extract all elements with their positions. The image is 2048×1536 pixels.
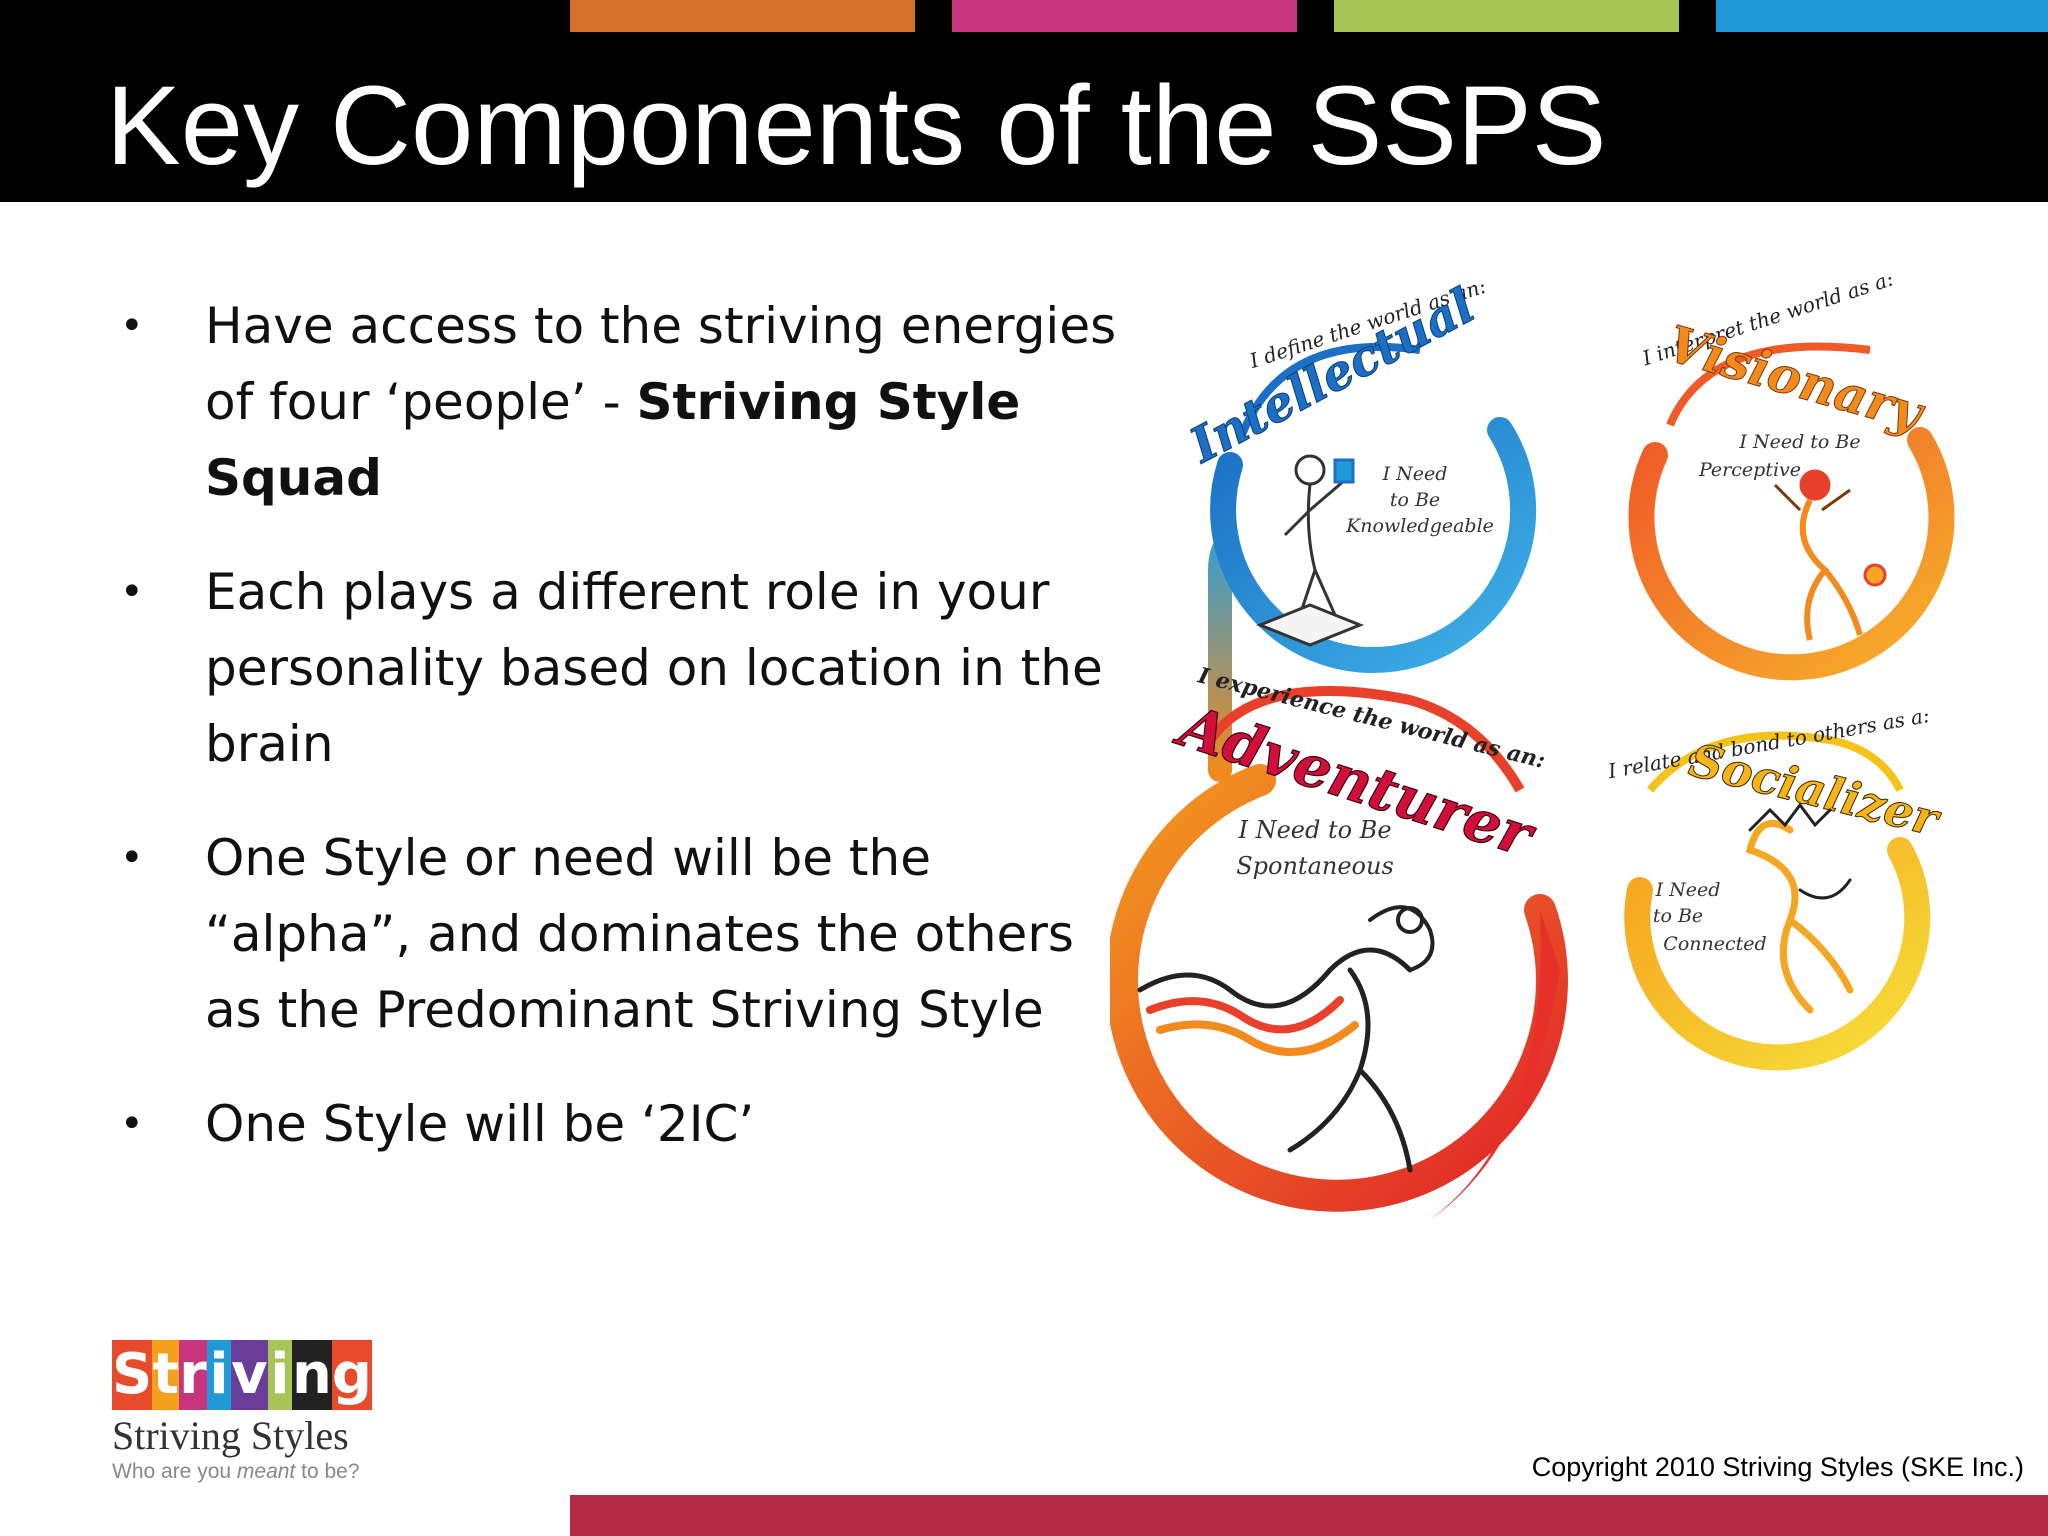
socializer-need-1: I Need	[1655, 879, 1721, 901]
logo-letter: i	[267, 1340, 293, 1410]
runner-figure-illustration	[1137, 905, 1435, 1173]
logo-name: Striving Styles	[112, 1413, 349, 1458]
bullet-item: • One Style will be ‘2IC’	[120, 1086, 1120, 1162]
adventurer-need-1: I Need to Be	[1237, 816, 1391, 844]
intellectual-need-1: I Need	[1382, 463, 1448, 485]
title-banner: Key Components of the SSPS	[0, 0, 2048, 202]
logo-letter: i	[206, 1340, 232, 1410]
logo-letter: r	[179, 1340, 207, 1410]
striving-styles-logo: S t r i v i n g Striving Styles Who are …	[112, 1340, 373, 1484]
intellectual-need-2: to Be	[1390, 489, 1440, 511]
dreamer-figure-illustration	[1773, 469, 1887, 641]
bullet-marker: •	[120, 569, 144, 615]
footer-color-bar	[570, 1495, 2048, 1536]
intellectual-need-3: Knowledgeable	[1345, 515, 1494, 537]
slide-title: Key Components of the SSPS	[106, 63, 1607, 188]
striving-styles-diagram: I define the world as an: Intellectual I…	[1106, 266, 2010, 1250]
bullet-text: One Style will be ‘2IC’	[205, 1095, 755, 1153]
bullet-item: • One Style or need will be the “alpha”, …	[120, 820, 1120, 1048]
logo-letter: t	[152, 1340, 180, 1410]
logo-letter: g	[331, 1340, 373, 1410]
bullet-marker: •	[120, 835, 144, 881]
visionary-need-1: I Need to Be	[1738, 431, 1860, 453]
bullet-bold-text: Striving Style Squad	[205, 373, 1021, 507]
bullet-marker: •	[120, 1101, 144, 1147]
tagline-start: Who are you	[112, 1460, 237, 1483]
color-bar-magenta	[952, 0, 1297, 32]
adventurer-need-2: Spontaneous	[1236, 852, 1394, 880]
tagline-emphasis: meant	[236, 1460, 296, 1483]
socializer-need-3: Connected	[1663, 933, 1766, 955]
tagline-end: to be?	[295, 1460, 360, 1483]
adventurer-badge: I experience the world as an: Adventurer…	[1106, 662, 1570, 1220]
logo-letter: v	[231, 1340, 268, 1410]
color-bar-green	[1334, 0, 1679, 32]
logo-letter: n	[292, 1340, 332, 1410]
logo-letter: S	[112, 1340, 153, 1410]
bullet-item: • Have access to the striving energies of…	[120, 288, 1120, 516]
visionary-badge: I interpret the world as a: Visionary I …	[1628, 266, 1955, 681]
bullet-text: Have access to the striving energies of …	[205, 297, 1117, 431]
connected-figure-illustration	[1745, 802, 1854, 1014]
logo-tagline: Who are you meant to be?	[112, 1460, 372, 1484]
bullet-text: One Style or need will be the “alpha”, a…	[205, 829, 1074, 1039]
bullet-item: • Each plays a different role in your per…	[120, 554, 1120, 782]
visionary-need-2: Perceptive	[1698, 459, 1801, 481]
bullet-text: Each plays a different role in your pers…	[205, 563, 1103, 773]
color-bar-orange	[570, 0, 915, 32]
logo-wordmark: S t r i v i n g	[112, 1340, 373, 1410]
color-bar-blue	[1716, 0, 2048, 32]
bullet-marker: •	[120, 303, 144, 349]
reader-figure-illustration	[1255, 454, 1365, 647]
copyright-notice: Copyright 2010 Striving Styles (SKE Inc.…	[1531, 1452, 2024, 1482]
socializer-badge: I relate and bond to others as a: Social…	[1605, 703, 1948, 1071]
bullet-list: • Have access to the striving energies of…	[120, 288, 1120, 1200]
socializer-need-2: to Be	[1653, 905, 1703, 927]
